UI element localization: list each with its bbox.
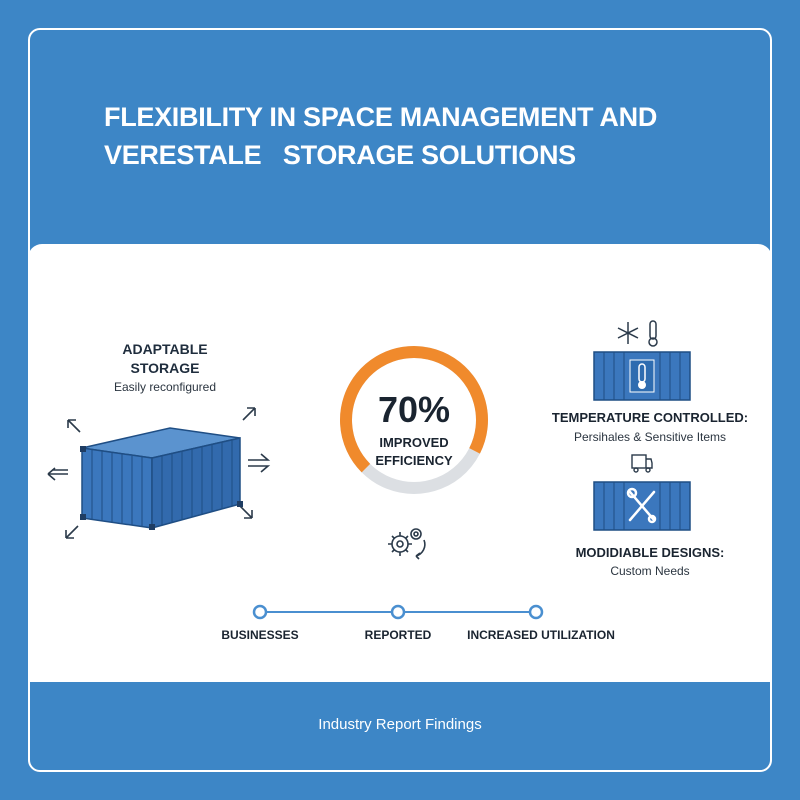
refrigerated-container-icon: [593, 351, 691, 401]
gears-icon: [388, 528, 426, 560]
arrows-expand-icon: [47, 407, 271, 539]
adaptable-storage-subtitle: Easily reconfigured: [113, 380, 217, 394]
timeline-node: [390, 604, 406, 620]
modifiable-designs-title: MODIDIABLE DESIGNS:: [575, 545, 725, 560]
footer-text: Industry Report Findings: [318, 716, 482, 733]
timeline-label-reported: REPORTED: [364, 628, 432, 642]
temperature-icons: [617, 320, 658, 347]
snowflake-icon: [617, 322, 639, 344]
tools-icon: [626, 487, 657, 524]
timeline-label-increased-utilization: INCREASED UTILIZATION: [467, 628, 615, 642]
efficiency-ring: [340, 346, 488, 494]
truck-icon: [631, 454, 653, 473]
temperature-controlled-title: TEMPERATURE CONTROLLED:: [551, 410, 749, 425]
modifiable-designs-subtitle: Custom Needs: [610, 564, 690, 578]
custom-container-icon: [593, 481, 691, 531]
page-title: FLEXIBILITY IN SPACE MANAGEMENT AND VERE…: [104, 102, 658, 170]
temperature-controlled-subtitle: Persihales & Sensitive Items: [573, 430, 727, 444]
timeline-node: [252, 604, 268, 620]
timeline-label-businesses: BUSINESSES: [221, 628, 299, 642]
adaptable-storage-title: ADAPTABLE STORAGE: [122, 341, 208, 376]
timeline: [252, 604, 544, 620]
shipping-container-icon: [47, 407, 271, 539]
timeline-node: [528, 604, 544, 620]
efficiency-label: IMPROVED EFFICIENCY: [375, 435, 453, 468]
efficiency-percent: 70%: [377, 389, 451, 430]
thermometer-icon: [648, 320, 658, 347]
